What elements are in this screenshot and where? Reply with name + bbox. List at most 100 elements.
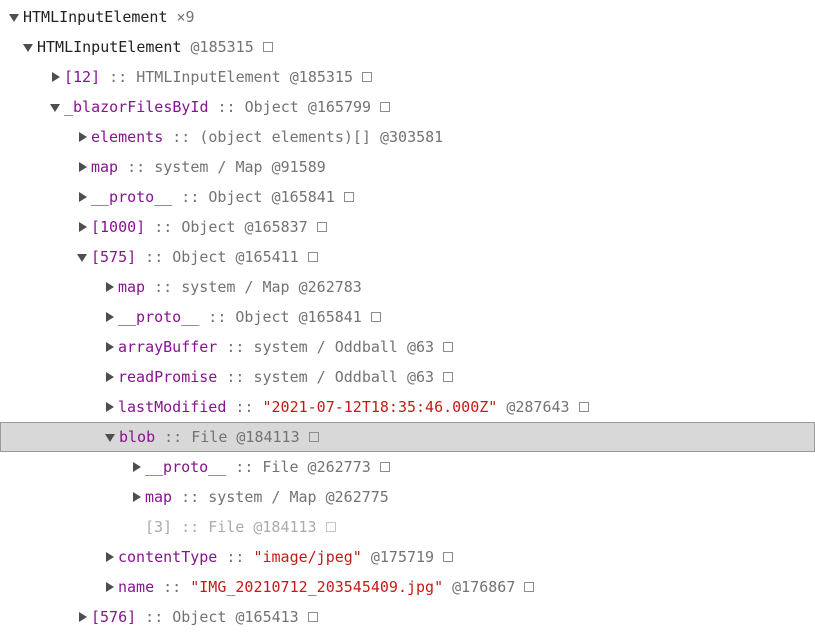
separator: :: — [208, 98, 245, 116]
expander-closed-icon[interactable] — [130, 460, 145, 475]
object-name: _blazorFilesById — [64, 98, 209, 116]
tree-row[interactable]: arrayBuffer :: system / Oddball @63 — [0, 332, 815, 362]
object-type: system / Oddball — [253, 368, 398, 386]
expander-closed-icon[interactable] — [76, 190, 91, 205]
object-name: HTMLInputElement — [37, 38, 182, 56]
inspect-icon[interactable] — [379, 462, 390, 472]
inspect-icon[interactable] — [307, 612, 318, 622]
tree-row[interactable]: __proto__ :: File @262773 — [0, 452, 815, 482]
expander-closed-icon[interactable] — [103, 310, 118, 325]
string-value: "IMG_20210712_203545409.jpg" — [190, 578, 444, 596]
expander-open-icon[interactable] — [22, 40, 37, 55]
separator: :: — [199, 308, 236, 326]
object-id: @185315 — [181, 38, 254, 56]
object-type: HTMLInputElement — [136, 68, 281, 86]
object-id: @262773 — [298, 458, 371, 476]
expander-open-icon[interactable] — [76, 250, 91, 265]
object-name: [576] — [91, 608, 137, 626]
expander-closed-icon[interactable] — [103, 340, 118, 355]
tree-row[interactable]: map :: system / Map @91589 — [0, 152, 815, 182]
expander-closed-icon[interactable] — [103, 580, 118, 595]
inspect-icon[interactable] — [370, 312, 381, 322]
object-id: @184113 — [244, 518, 317, 536]
tree-row[interactable]: map :: system / Map @262783 — [0, 272, 815, 302]
object-type: File — [191, 428, 228, 446]
tree-row[interactable]: [575] :: Object @165411 — [0, 242, 815, 272]
expander-closed-icon[interactable] — [103, 280, 118, 295]
inspect-icon[interactable] — [343, 192, 354, 202]
tree-row[interactable]: _blazorFilesById :: Object @165799 — [0, 92, 815, 122]
inspect-icon[interactable] — [578, 402, 589, 412]
object-id: @185315 — [280, 68, 353, 86]
inspect-icon[interactable] — [443, 372, 454, 382]
inspect-icon[interactable] — [362, 72, 372, 82]
expander-closed-icon[interactable] — [76, 130, 91, 145]
object-type: File — [262, 458, 299, 476]
inspect-icon[interactable] — [316, 222, 327, 232]
tree-row[interactable]: readPromise :: system / Oddball @63 — [0, 362, 815, 392]
tree-row[interactable]: elements :: (object elements)[] @303581 — [0, 122, 815, 152]
inspect-icon[interactable] — [308, 432, 319, 442]
inspect-icon[interactable] — [325, 522, 336, 532]
object-name: contentType — [118, 548, 218, 566]
tree-row[interactable]: HTMLInputElement @185315 — [0, 32, 815, 62]
object-id: @262775 — [316, 488, 389, 506]
object-type: system / Map — [208, 488, 317, 506]
tree-row[interactable]: [1000] :: Object @165837 — [0, 212, 815, 242]
tree-row[interactable]: blob :: File @184113 — [0, 422, 815, 452]
inspect-icon[interactable] — [443, 552, 454, 562]
expander-open-icon[interactable] — [8, 10, 23, 25]
tree-row[interactable]: HTMLInputElement ×9 — [0, 2, 815, 32]
object-id: @303581 — [370, 128, 444, 146]
expander-closed-icon[interactable] — [76, 610, 91, 625]
inspect-icon[interactable] — [524, 582, 535, 592]
object-id: @165411 — [226, 248, 299, 266]
expander-closed-icon[interactable] — [130, 490, 145, 505]
expander-open-icon[interactable] — [49, 100, 64, 115]
expander-closed-icon[interactable] — [103, 550, 118, 565]
separator: :: — [217, 548, 254, 566]
object-id: @165837 — [235, 218, 308, 236]
separator: :: — [145, 218, 182, 236]
inspect-icon[interactable] — [262, 42, 273, 52]
object-name: blob — [119, 428, 156, 446]
string-value: "2021-07-12T18:35:46.000Z" — [262, 398, 498, 416]
separator: :: — [172, 188, 209, 206]
expander-open-icon[interactable] — [104, 430, 119, 445]
inspect-icon[interactable] — [307, 252, 318, 262]
object-name: map — [118, 278, 146, 296]
object-type: Object — [208, 188, 263, 206]
inspect-icon[interactable] — [380, 102, 391, 112]
tree-row[interactable]: contentType :: "image/jpeg" @175719 — [0, 542, 815, 572]
separator: :: — [136, 608, 173, 626]
object-type: Object — [172, 248, 227, 266]
string-value: "image/jpeg" — [253, 548, 362, 566]
tree-row[interactable]: __proto__ :: Object @165841 — [0, 182, 815, 212]
separator: :: — [172, 518, 209, 536]
expander-closed-icon[interactable] — [103, 400, 118, 415]
inspect-icon[interactable] — [443, 342, 454, 352]
object-id: @176867 — [443, 578, 516, 596]
tree-row[interactable]: [12] :: HTMLInputElement @185315 — [0, 62, 815, 92]
object-name: map — [145, 488, 173, 506]
tree-row[interactable]: [3] :: File @184113 — [0, 512, 815, 542]
tree-row[interactable]: [576] :: Object @165413 — [0, 602, 815, 632]
object-name: [12] — [64, 68, 101, 86]
object-id: @165413 — [226, 608, 299, 626]
tree-row[interactable]: lastModified :: "2021-07-12T18:35:46.000… — [0, 392, 815, 422]
object-type: Object — [244, 98, 299, 116]
separator: :: — [226, 458, 263, 476]
tree-row[interactable]: name :: "IMG_20210712_203545409.jpg" @17… — [0, 572, 815, 602]
expander-closed-icon[interactable] — [76, 220, 91, 235]
expander-closed-icon[interactable] — [49, 70, 64, 85]
object-name: __proto__ — [118, 308, 200, 326]
tree-row[interactable]: map :: system / Map @262775 — [0, 482, 815, 512]
object-id: @175719 — [361, 548, 435, 566]
tree-row[interactable]: __proto__ :: Object @165841 — [0, 302, 815, 332]
object-id: @91589 — [262, 158, 326, 176]
object-name: [1000] — [91, 218, 146, 236]
object-name: readPromise — [118, 368, 218, 386]
expander-closed-icon[interactable] — [76, 160, 91, 175]
expander-closed-icon[interactable] — [103, 370, 118, 385]
